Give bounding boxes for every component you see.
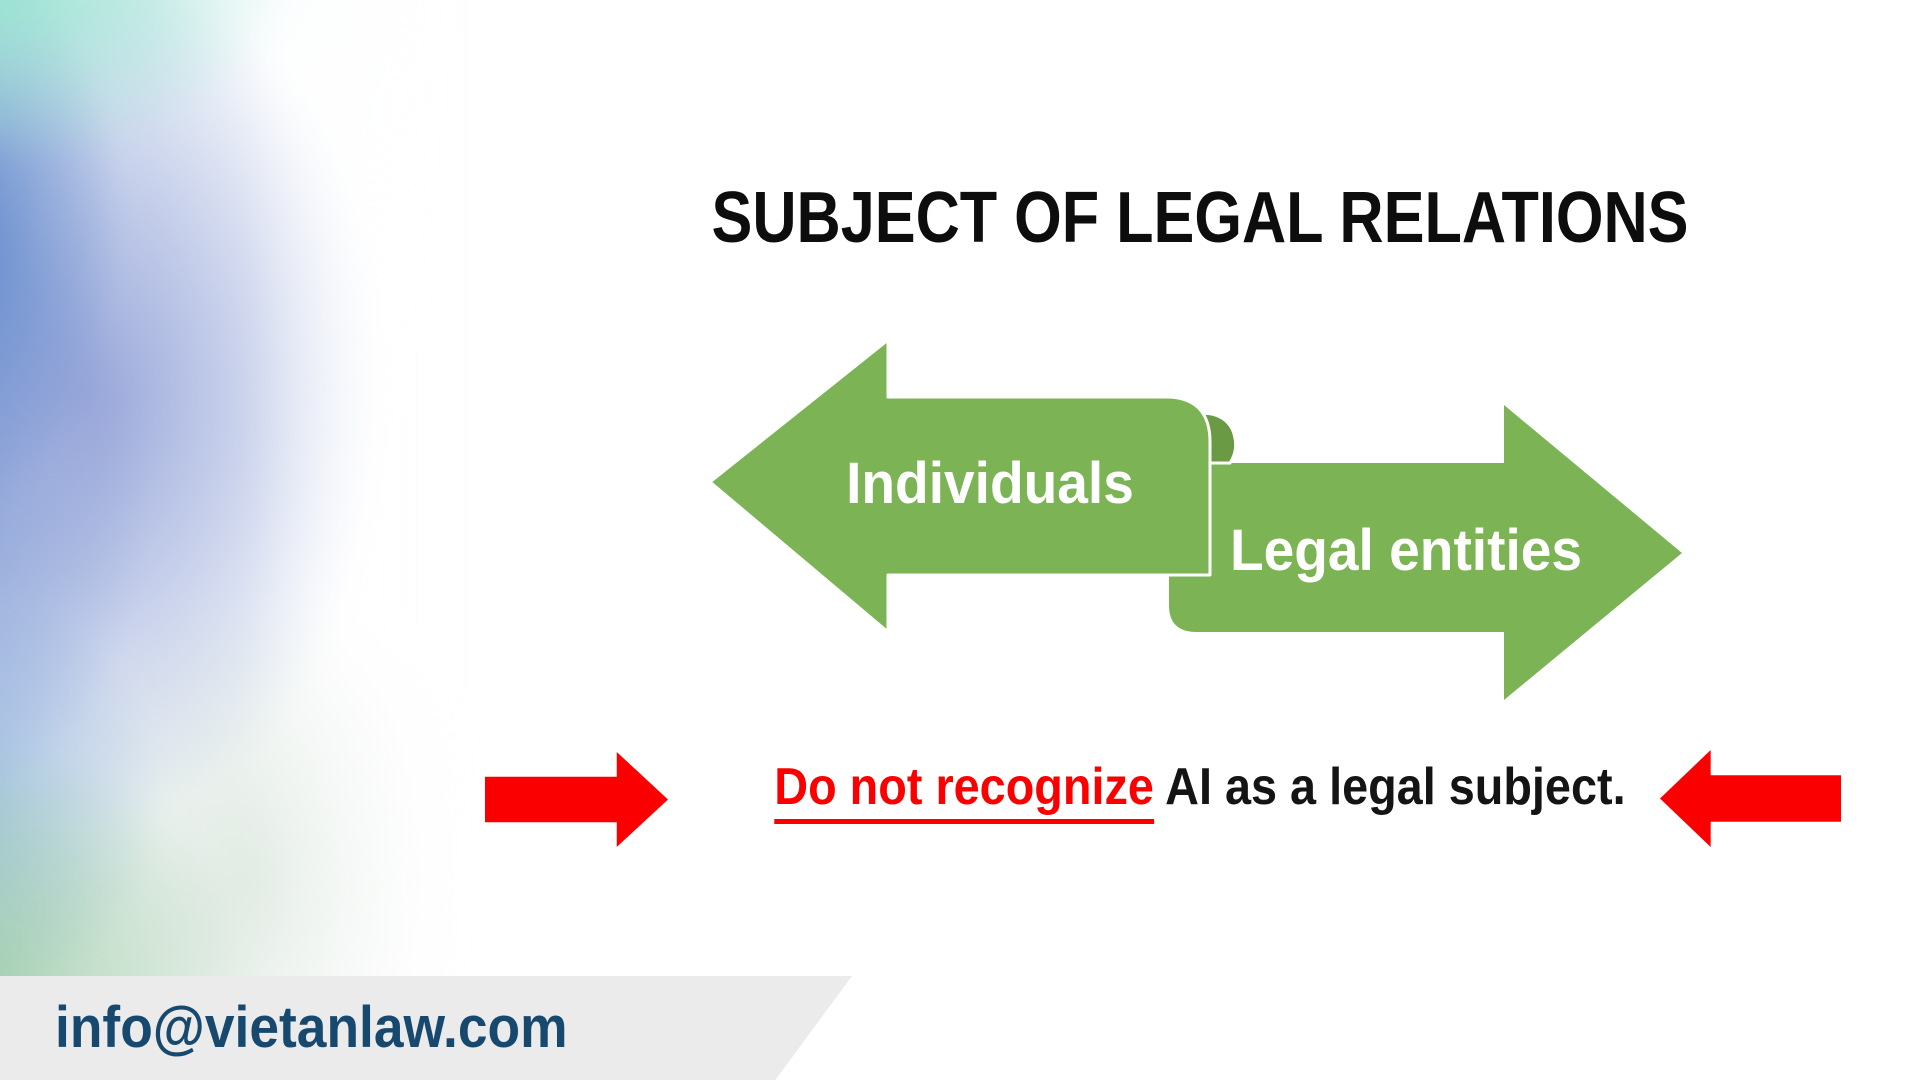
legal-subjects-ribbon-diagram [708,338,1682,700]
individuals-arrow-shape [708,338,1212,634]
decorative-watercolor-art [0,0,490,1010]
individuals-label: Individuals [846,451,1134,516]
statement-highlight: Do not recognize [774,758,1154,824]
statement-rest: AI as a legal subject. [1153,758,1626,816]
slide-title: SUBJECT OF LEGAL RELATIONS [711,178,1689,258]
footer-band [0,976,852,1080]
statement-line: Do not recognize AI as a legal subject. [400,758,1920,828]
footer-email: info@vietanlaw.com [55,995,568,1060]
legal-entities-arrow-shape [1169,405,1682,700]
statement-text: Do not recognize AI as a legal subject. [774,758,1626,824]
legal-entities-label: Legal entities [1229,518,1583,583]
